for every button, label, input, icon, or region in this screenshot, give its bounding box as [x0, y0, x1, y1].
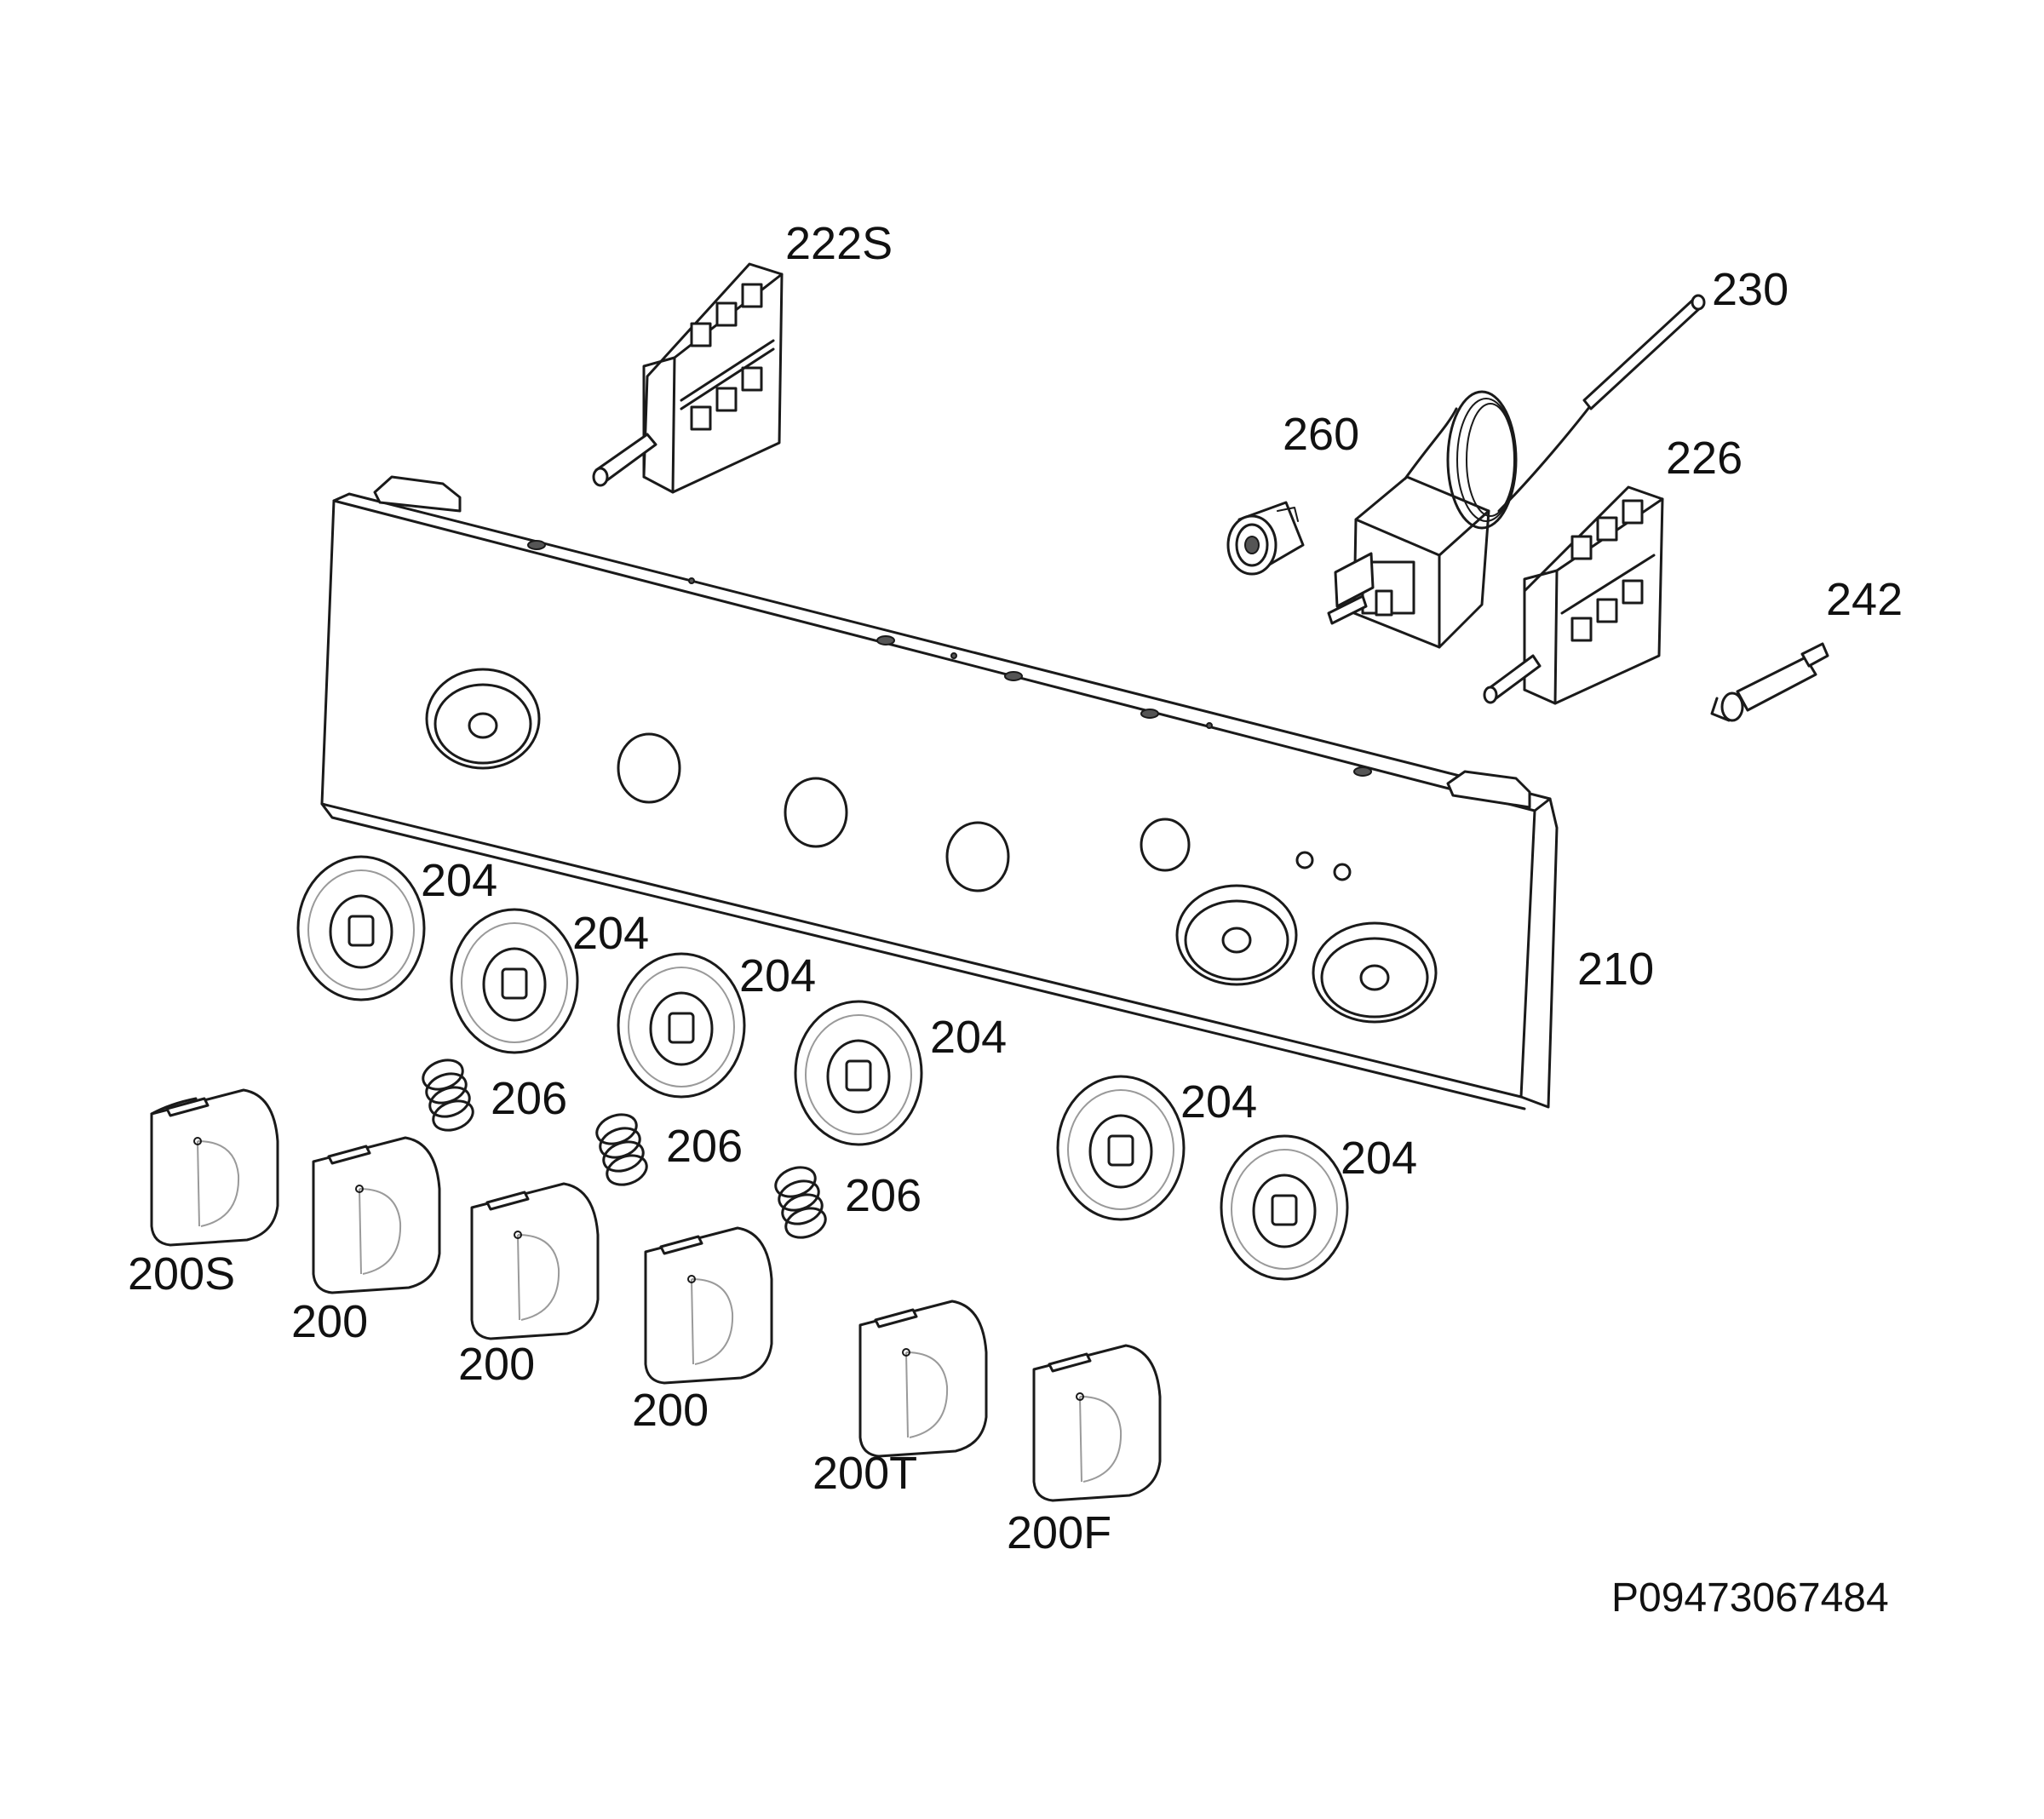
- label-260: 260: [1283, 409, 1359, 460]
- control-knob-200-c: [644, 1226, 773, 1385]
- label-206-1: 206: [491, 1073, 567, 1124]
- spring-206-3: [774, 1166, 827, 1239]
- knob-ring-204-5: [1056, 1075, 1186, 1221]
- label-242: 242: [1826, 574, 1903, 625]
- label-206-3: 206: [845, 1170, 922, 1221]
- label-200-c: 200: [632, 1385, 709, 1436]
- knob-ring-204-6: [1220, 1134, 1349, 1281]
- rotary-switch-226: [1483, 485, 1664, 705]
- label-200-b: 200: [458, 1339, 535, 1390]
- thermostat-230: [1327, 294, 1706, 649]
- selector-switch-222s: [592, 262, 784, 494]
- label-204-5: 204: [1180, 1076, 1257, 1128]
- label-226: 226: [1666, 433, 1743, 484]
- label-200t: 200T: [812, 1448, 917, 1499]
- label-210: 210: [1577, 944, 1654, 995]
- indicator-lamp-260: [1226, 501, 1305, 576]
- knob-ring-204-3: [617, 952, 746, 1099]
- label-200-a: 200: [291, 1296, 368, 1347]
- spring-206-2: [595, 1113, 648, 1186]
- control-knob-200-b: [470, 1182, 600, 1340]
- control-knob-200s: [150, 1088, 279, 1247]
- control-knob-200f: [1032, 1344, 1162, 1502]
- label-204-1: 204: [421, 855, 497, 906]
- knob-ring-204-4: [794, 1000, 923, 1146]
- label-200f: 200F: [1007, 1507, 1111, 1558]
- label-204-6: 204: [1341, 1133, 1417, 1184]
- spring-206-1: [422, 1059, 474, 1132]
- sensor-242: [1710, 642, 1829, 722]
- document-code: P09473067484: [1611, 1575, 1889, 1621]
- knob-ring-204-2: [450, 908, 579, 1054]
- label-230: 230: [1712, 264, 1788, 315]
- label-222s: 222S: [785, 218, 893, 269]
- label-204-2: 204: [572, 908, 649, 959]
- control-panel-210: [320, 475, 1559, 1110]
- label-206-2: 206: [666, 1121, 743, 1172]
- control-knob-200-a: [312, 1136, 441, 1294]
- label-200s: 200S: [128, 1248, 235, 1300]
- knob-ring-204-1: [296, 855, 426, 1001]
- label-204-4: 204: [930, 1012, 1007, 1063]
- label-204-3: 204: [739, 950, 816, 1001]
- control-knob-200t: [858, 1300, 988, 1458]
